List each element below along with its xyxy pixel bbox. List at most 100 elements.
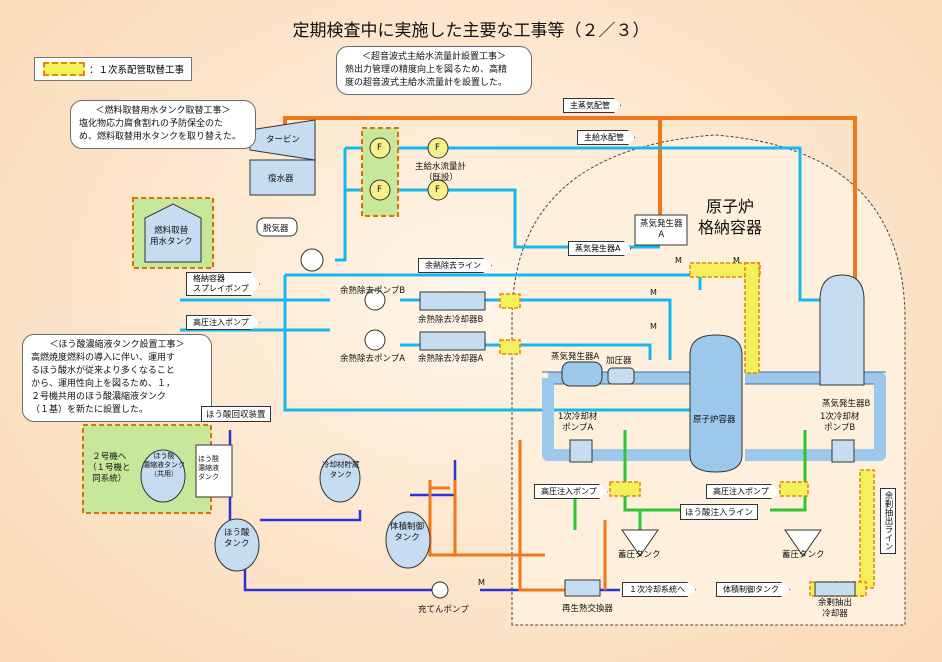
containment-line-1: 原子炉 bbox=[705, 197, 754, 216]
letdown-hx-label-1: 余剰抽出 bbox=[818, 598, 853, 608]
rcp-a-label-1: 1次冷却材 bbox=[558, 412, 598, 422]
sg-a-body bbox=[561, 361, 603, 387]
boric-tank-label-2: タンク bbox=[224, 539, 250, 549]
reactor-label: 原子炉容器 bbox=[693, 415, 736, 425]
note-boric-heading: ＜ほう酸濃縮液タンク設置工事＞ bbox=[49, 340, 185, 350]
vct-label-2: タンク bbox=[394, 533, 420, 543]
acc-b-label: 蓄圧タンク bbox=[782, 550, 825, 560]
flowmeter-old-a-label: F bbox=[435, 143, 440, 153]
main-steam-label: 主蒸気配管 bbox=[563, 98, 621, 113]
motor-valve-3-label: M bbox=[650, 288, 657, 297]
conc-tank-box bbox=[195, 444, 233, 498]
spray-label: 格納容器 スプレイポンプ bbox=[186, 272, 260, 296]
conc-tank-shared-label-2: 濃縮液タンク bbox=[143, 461, 185, 469]
rcp-b-label-2: ポンプB bbox=[824, 423, 856, 433]
sg-a-top-label-1: 蒸気発生器 bbox=[640, 219, 683, 229]
reactor-vessel bbox=[689, 334, 743, 473]
motor-valve-4-label: M bbox=[650, 322, 657, 331]
letdown-lines bbox=[428, 440, 607, 592]
to-vct-label: 体積制御タンク bbox=[716, 582, 790, 597]
regen-hx bbox=[564, 579, 601, 597]
boric-tank-shape bbox=[214, 518, 260, 572]
unit2-label: ２号機へ （１号機と 同系統） bbox=[88, 452, 131, 485]
fuel-tank-label-1: 燃料取替 bbox=[154, 226, 189, 236]
main-feed-label: 主給水配管 bbox=[577, 130, 635, 145]
rhr-hx-b-label: 余熱除去冷却器B bbox=[418, 315, 484, 325]
note-ultrasonic: ＜超音波式主給水流量計設置工事＞ 熱出力管理の精度向上を図るため、高精 度の超音… bbox=[336, 46, 532, 95]
sg-a-top-label: 蒸気発生器 A bbox=[640, 219, 683, 241]
deaerator-label: 脱気器 bbox=[263, 224, 289, 234]
sg-a-top-label-2: A bbox=[658, 230, 665, 240]
charging-pump bbox=[431, 581, 449, 599]
vct-shape bbox=[385, 511, 431, 569]
rhr-pump-b-label: 余熱除去ポンプB bbox=[340, 286, 406, 296]
hp-pump-1-label: 高圧注入ポンプ bbox=[534, 484, 608, 499]
flowmeter-new-a-label: F bbox=[377, 143, 382, 153]
letdown-hx-label: 余剰抽出 冷却器 bbox=[818, 598, 852, 620]
letdown-hx bbox=[814, 581, 856, 597]
feed-pump bbox=[300, 248, 324, 272]
rcp-a-label: 1次冷却材 ポンプA bbox=[558, 412, 597, 434]
sg-a-top-box bbox=[634, 214, 688, 246]
conc-tank-label-3: タンク bbox=[198, 473, 219, 481]
conc-tank-shared-shape bbox=[140, 449, 186, 503]
containment-label: 原子炉 格納容器 bbox=[690, 196, 770, 238]
legend-swatch bbox=[43, 62, 85, 76]
sg-a-feed-label: 蒸気発生器A bbox=[568, 241, 632, 256]
flowmeter-new-b-label: F bbox=[377, 185, 382, 195]
rhr-hx-a bbox=[419, 331, 486, 351]
to-primary-label: １次冷却系統へ bbox=[622, 582, 696, 597]
boron-line-label: ほう酸注入ライン bbox=[680, 504, 759, 520]
boric-evap-label: ほう酸回収装置 bbox=[201, 406, 271, 422]
note-boric-line-2: るほう酸水が従来より多くなること bbox=[31, 366, 175, 376]
accumulator-b bbox=[784, 529, 822, 557]
fuel-tank-shape bbox=[144, 203, 202, 263]
conc-tank-label-1: ほう酸 bbox=[198, 455, 219, 463]
note-fuel-tank: ＜燃料取替用水タンク取替工事＞ 塩化物応力腐食割れの予防保全のた め、燃料取替用… bbox=[70, 100, 256, 149]
charging-pump-label: 充てんポンプ bbox=[418, 605, 469, 615]
flowmeter-old-b-label: F bbox=[435, 185, 440, 195]
boric-tank-label: ほう酸 タンク bbox=[224, 528, 250, 550]
condenser-label: 復水器 bbox=[268, 174, 294, 184]
rcp-b bbox=[831, 439, 855, 463]
spray-label-line-2: スプレイポンプ bbox=[193, 284, 249, 293]
pressurizer-label: 加圧器 bbox=[606, 356, 632, 366]
note-boric-line-3: から、運用性向上を図るため、１， bbox=[31, 379, 176, 389]
unit2-label-2: （１号機と bbox=[88, 463, 131, 473]
vct-label-1: 体積制御 bbox=[390, 522, 425, 532]
coolant-storage-label-1: 冷却材貯蔵 bbox=[322, 460, 360, 469]
rhr-line-label: 余熱除去ライン bbox=[418, 258, 492, 273]
rhr-pump-b bbox=[364, 289, 386, 311]
legend: ：１次系配管取替工事 bbox=[34, 57, 192, 81]
motor-valve-5-label: M bbox=[478, 578, 485, 587]
rcp-a bbox=[569, 439, 593, 463]
conc-tank-label: ほう酸 濃縮液 タンク bbox=[198, 455, 219, 482]
rcp-b-label: 1次冷却材 ポンプB bbox=[820, 412, 859, 434]
note-boric-line-5: （１基）を新たに設置した。 bbox=[31, 405, 149, 415]
flowmeter-old-a bbox=[427, 137, 449, 159]
hp-inject-label: 高圧注入ポンプ bbox=[186, 315, 260, 330]
note-fuel-tank-heading: ＜燃料取替用水タンク取替工事＞ bbox=[95, 106, 231, 116]
sg-b-body bbox=[819, 274, 865, 386]
rhr-pump-a-label: 余熱除去ポンプA bbox=[340, 354, 406, 364]
flowmeter-old-b bbox=[427, 179, 449, 201]
page-title: 定期検査中に実施した主要な工事等（２／３） bbox=[292, 21, 650, 41]
boric-tank-label-1: ほう酸 bbox=[224, 528, 250, 538]
conc-tank-shared-label-3: （共用） bbox=[150, 470, 178, 478]
sg-a-box-label: 蒸気発生器A bbox=[551, 352, 600, 362]
note-fuel-tank-line-1: 塩化物応力腐食割れの予防保全のた bbox=[79, 119, 224, 129]
deaerator-box bbox=[256, 217, 298, 237]
regen-hx-label: 再生熱交換器 bbox=[562, 604, 614, 614]
coolant-storage-shape bbox=[319, 453, 361, 503]
conc-tank-label-2: 濃縮液 bbox=[198, 464, 219, 472]
rhr-pump-a bbox=[364, 329, 386, 351]
rhr-hx-a-label: 余熱除去冷却器A bbox=[418, 354, 484, 364]
vct-label: 体積制御 タンク bbox=[390, 522, 424, 544]
flowmeter-label: 主給水流量計 bbox=[415, 162, 467, 172]
accumulator-a bbox=[621, 529, 659, 557]
fuel-tank-label-2: 用水タンク bbox=[150, 237, 193, 247]
acc-a-label: 蓄圧タンク bbox=[618, 550, 661, 560]
turbine-label: タービン bbox=[266, 135, 301, 145]
boron-injection-lines bbox=[573, 430, 807, 530]
